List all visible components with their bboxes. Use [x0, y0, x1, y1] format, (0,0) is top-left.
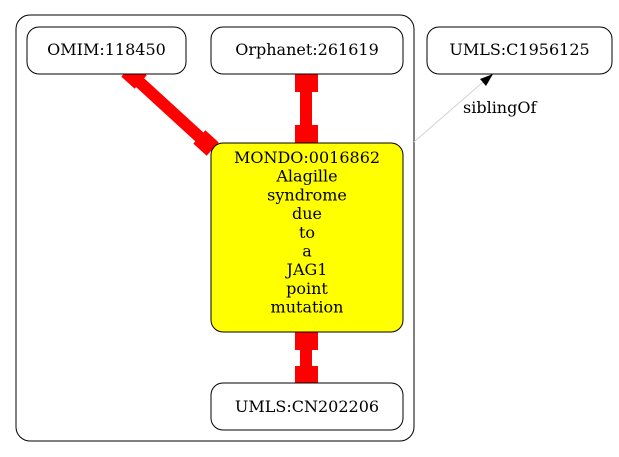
node-umls-cn202206-label: UMLS:CN202206: [235, 397, 379, 416]
node-mondo-label-line: mutation: [271, 298, 344, 317]
node-mondo-label-line: MONDO:0016862: [234, 148, 380, 167]
node-mondo-label-line: to: [299, 223, 315, 242]
node-umls-c1956125-label: UMLS:C1956125: [449, 40, 589, 59]
node-orphanet[interactable]: Orphanet:261619: [210, 26, 404, 75]
node-omim[interactable]: OMIM:118450: [26, 26, 187, 75]
node-mondo-label-line: syndrome: [267, 185, 347, 204]
node-mondo-label-line: Alagille: [275, 167, 337, 186]
node-orphanet-label: Orphanet:261619: [235, 40, 379, 59]
edge-orphanet-mondo: [295, 69, 318, 148]
node-mondo-label-line: a: [302, 242, 312, 261]
node-umls-cn202206[interactable]: UMLS:CN202206: [210, 382, 404, 431]
node-mondo-label-line: due: [292, 204, 322, 223]
edge-sibling-of: siblingOf: [413, 74, 537, 143]
node-mondo-label-line: JAG1: [285, 260, 328, 279]
node-mondo-label-line: point: [286, 279, 328, 298]
node-umls-c1956125[interactable]: UMLS:C1956125: [426, 26, 613, 75]
node-omim-label: OMIM:118450: [47, 40, 166, 59]
edge-sibling-of-label: siblingOf: [463, 98, 537, 117]
edge-mondo-umls-cn: [295, 330, 318, 387]
